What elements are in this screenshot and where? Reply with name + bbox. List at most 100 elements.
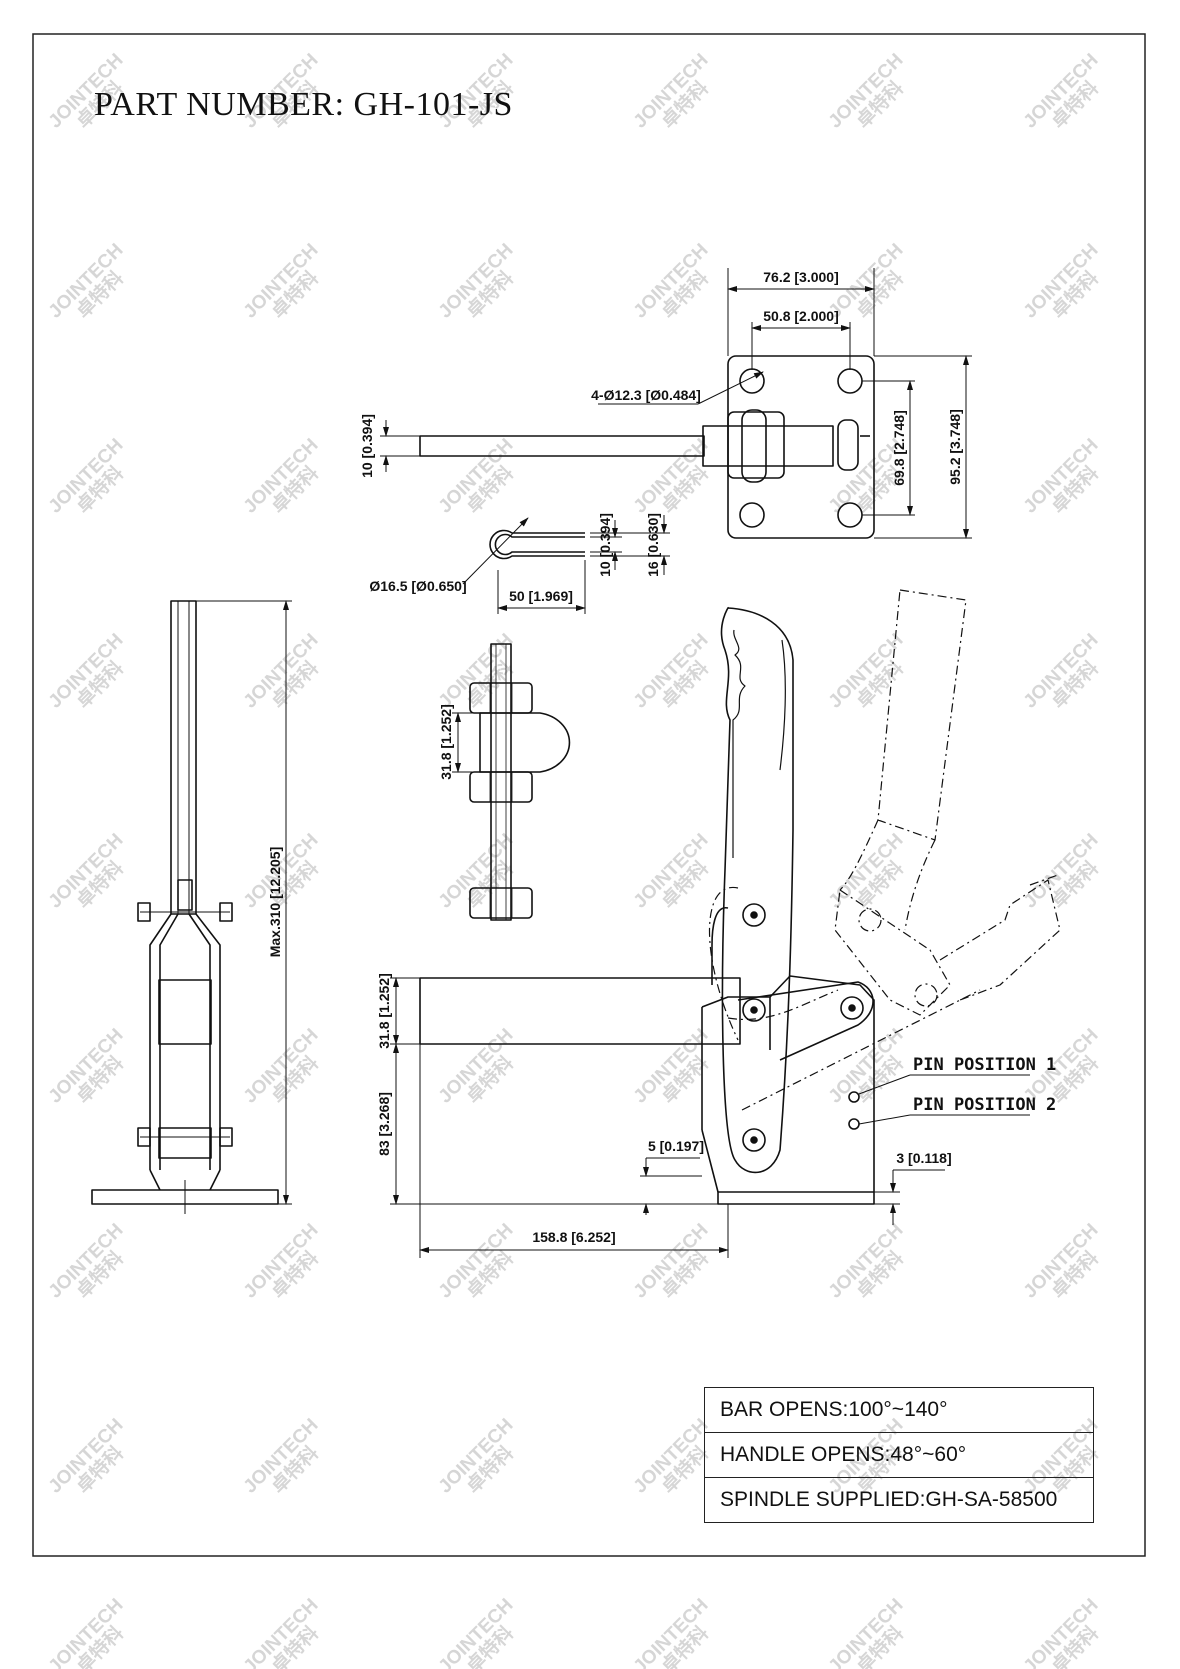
dim-hole-spacing-y: 69.8 [2.748] <box>891 410 907 486</box>
pin-position-2-icon <box>848 1118 860 1130</box>
handle-pivot-top <box>741 409 767 483</box>
dim-clip-height: 16 [0.630] <box>645 513 661 577</box>
dim-max-height: Max.310 [12.205] <box>267 847 283 958</box>
dim-bar-thickness: 10 [0.394] <box>359 414 375 478</box>
bar-holder-top <box>702 425 834 467</box>
side-link-block <box>158 979 212 1045</box>
handle-grip-ridges <box>732 629 746 858</box>
dim-offset-5: 5 [0.197] <box>648 1138 704 1154</box>
clamp-bar-front <box>419 977 741 1045</box>
dim-clip-length: 50 [1.969] <box>509 588 573 604</box>
pin-position-1-label: PIN POSITION 1 <box>913 1055 1056 1075</box>
pin-position-1-icon <box>848 1091 860 1103</box>
dim-offset-3: 3 [0.118] <box>896 1150 951 1166</box>
spec-spindle-supplied: SPINDLE SUPPLIED:GH-SA-58500 <box>720 1488 1058 1511</box>
clip-inner <box>494 533 585 556</box>
dim-base-height: 95.2 [3.748] <box>947 409 963 485</box>
dim-spindle-pad: 31.8 [1.252] <box>438 704 454 780</box>
pivot-pin-top <box>837 419 859 471</box>
clip-outline <box>489 529 585 560</box>
handle-grip-side <box>170 600 197 915</box>
pivot-icon <box>742 1128 766 1152</box>
handle-open-phantom <box>877 589 967 841</box>
dimension-lines <box>196 268 1030 1258</box>
pivot-icon <box>840 996 864 1020</box>
pivot-icon <box>742 998 766 1022</box>
side-pivot-block <box>158 1127 212 1159</box>
clamp-bar-top <box>419 435 705 457</box>
pivot-icon <box>742 903 766 927</box>
retaining-clip <box>489 529 585 560</box>
link-open-phantom <box>834 889 951 1016</box>
open-position-phantom <box>709 589 1061 1111</box>
drawing-border <box>32 33 1146 1557</box>
spec-handle-opens: HANDLE OPENS:48°~60° <box>705 1433 1093 1478</box>
dim-bar-length: 158.8 [6.252] <box>532 1229 615 1245</box>
top-view <box>419 355 875 539</box>
mount-hole-icon <box>739 502 765 528</box>
base-plate-top <box>727 355 875 539</box>
pin-position-2-label: PIN POSITION 2 <box>913 1095 1056 1115</box>
side-arm-right-outer <box>195 913 221 1170</box>
dim-overall-width: 76.2 [3.000] <box>763 269 839 285</box>
side-arm-left-outer <box>149 913 172 1170</box>
handle-front <box>720 607 794 1174</box>
bar-holder-front <box>701 996 771 1050</box>
handle-lever-arm <box>711 907 729 985</box>
linkage-top <box>727 411 785 479</box>
dim-hole-diameter: 4-Ø12.3 [Ø0.484] <box>591 387 701 403</box>
side-view <box>91 600 279 1214</box>
front-base-plate <box>717 1191 875 1205</box>
dim-base-to-bar: 83 [3.268] <box>376 1092 392 1156</box>
dim-clip-diameter: Ø16.5 [Ø0.650] <box>369 578 466 594</box>
spindle-rod <box>490 643 512 921</box>
part-number-title: PART NUMBER: GH-101-JS <box>94 86 513 123</box>
spindle-nut-lower <box>469 771 533 803</box>
spec-bar-opens: BAR OPENS:100°~140° <box>705 1388 1093 1433</box>
spec-table: BAR OPENS:100°~140° HANDLE OPENS:48°~60°… <box>704 1387 1094 1523</box>
spindle <box>469 643 571 921</box>
spindle-nut-bottom <box>469 887 533 919</box>
